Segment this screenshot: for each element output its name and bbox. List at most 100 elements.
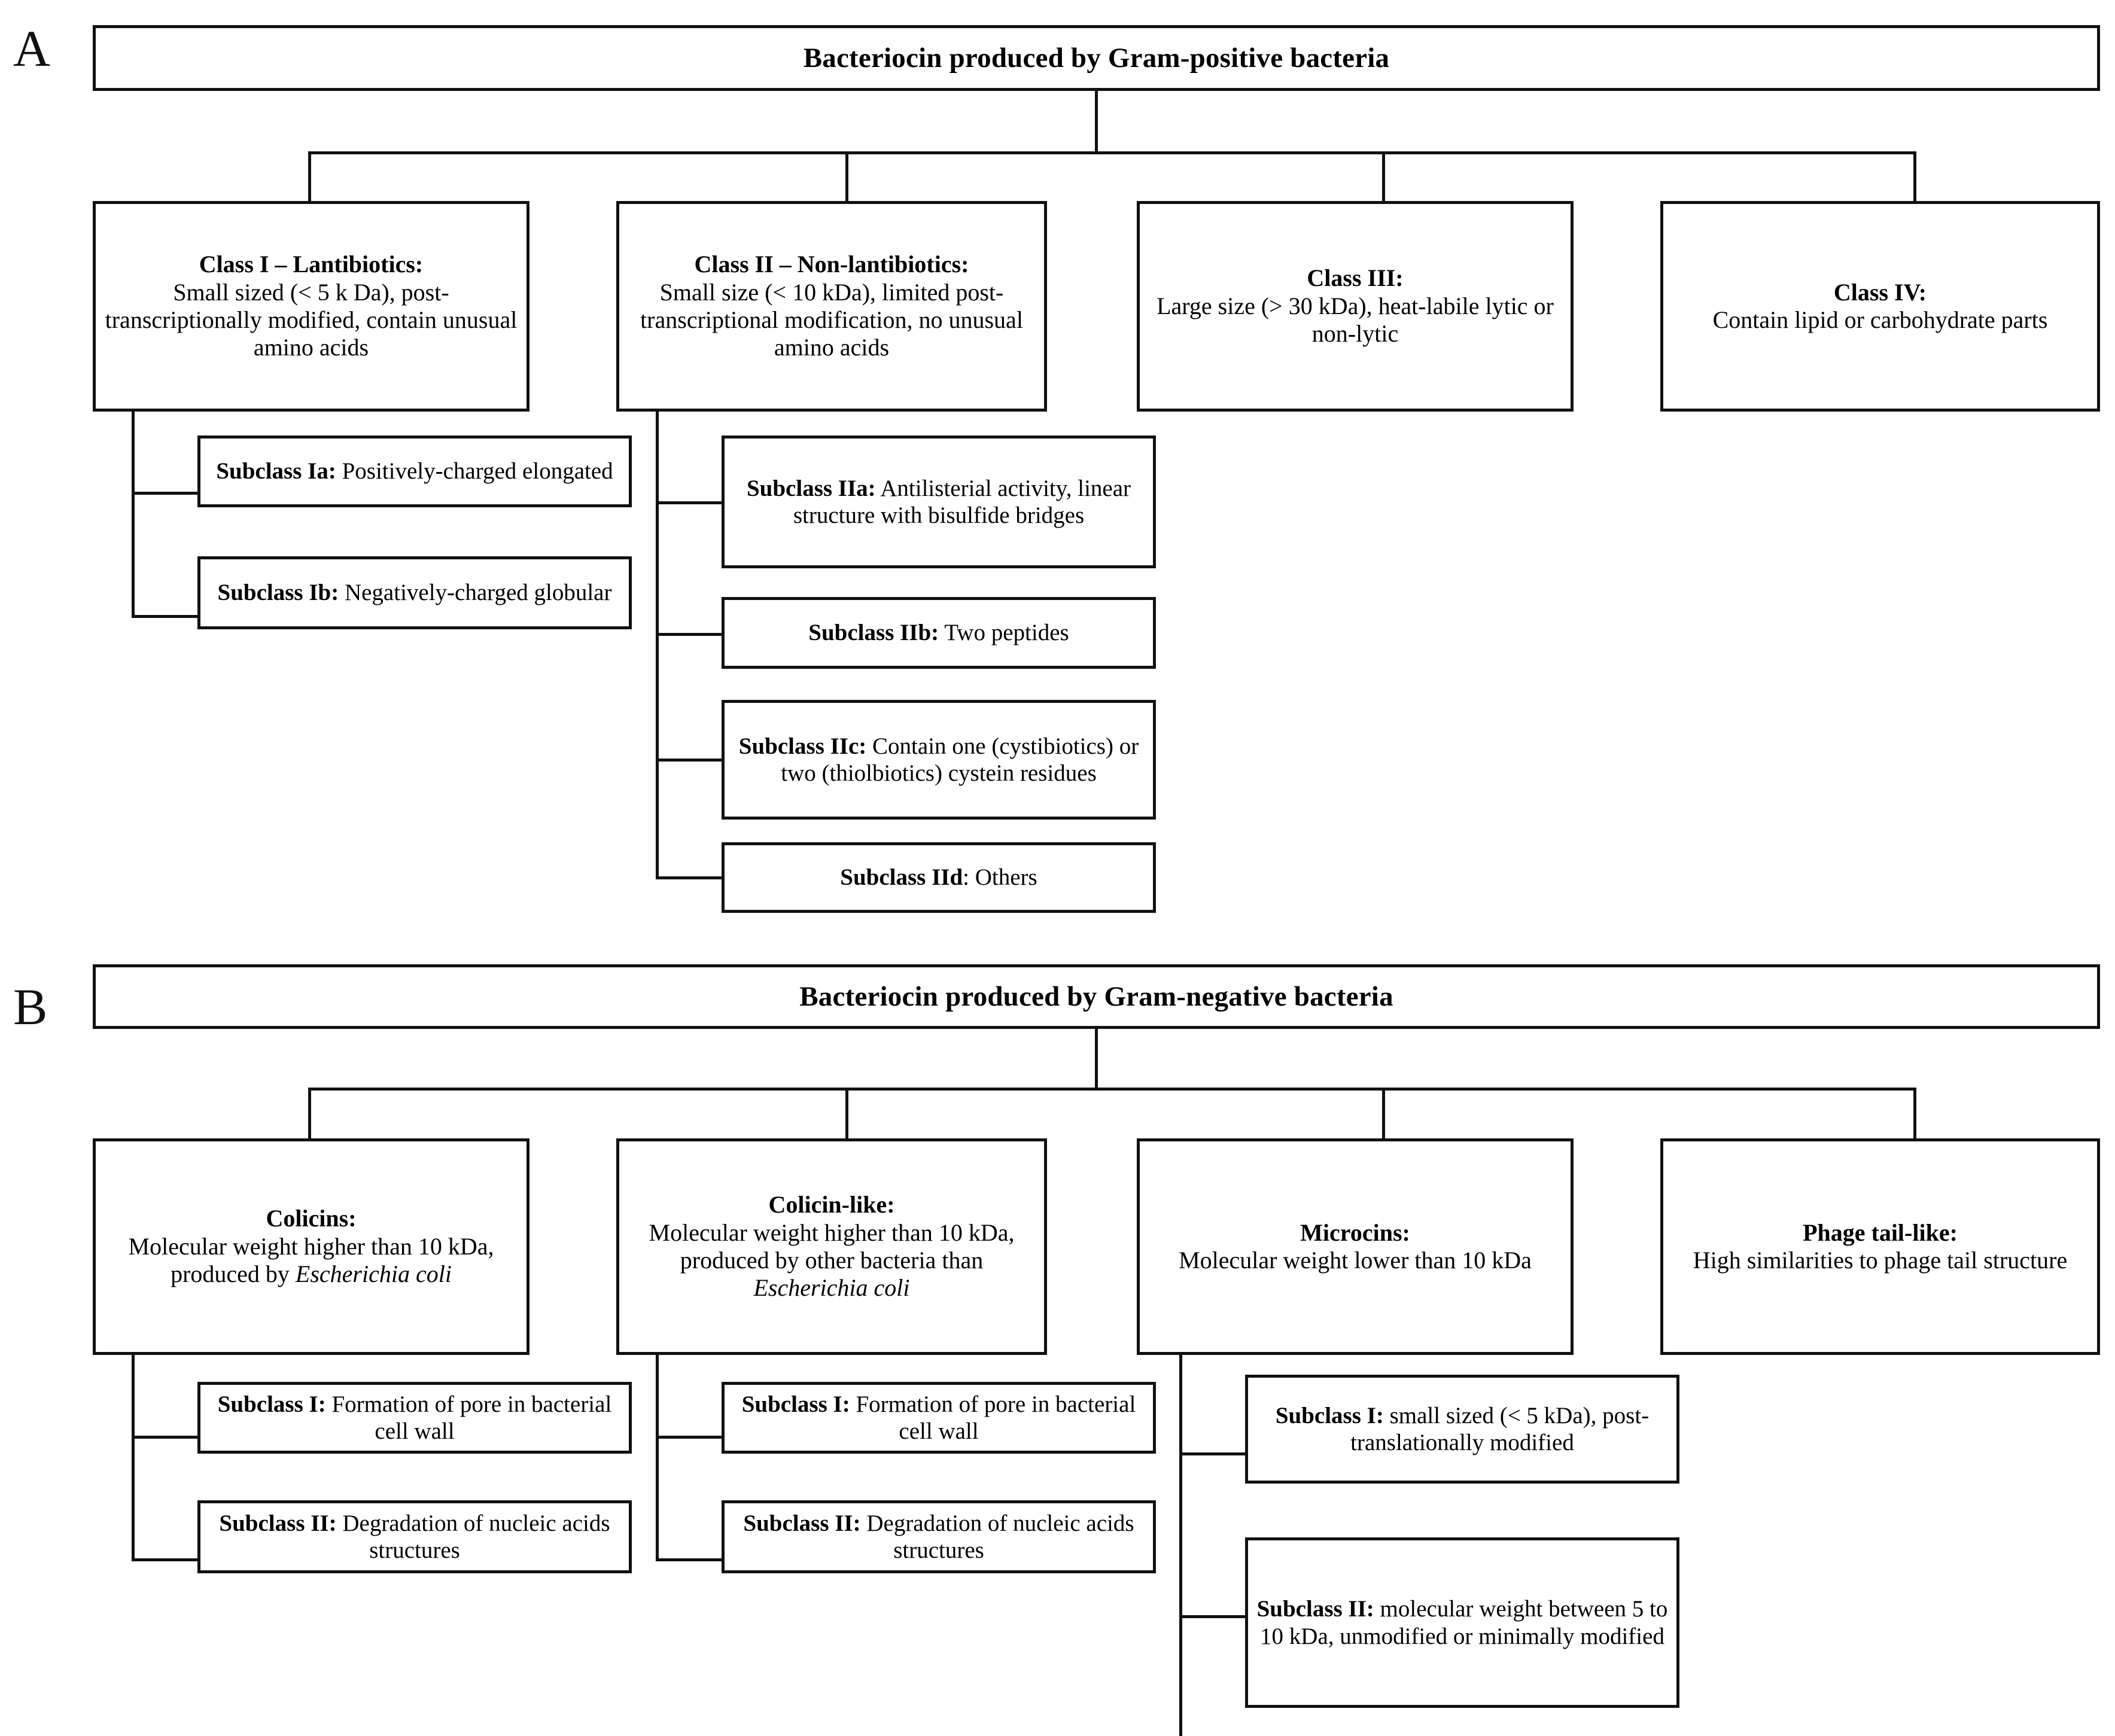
class-box-4-description: Contain lipid or carbohydrate parts [1712, 306, 2048, 333]
group-box-phage-tail-like-heading: Phage tail-like: [1803, 1219, 1958, 1246]
subclass-box-ia-heading: Subclass Ia: [216, 458, 336, 485]
colicins-sub-stub-1 [132, 1436, 197, 1439]
group-box-colicin-like: Colicin-like: Molecular weight higher th… [616, 1138, 1047, 1355]
panel-b-drop-2 [845, 1088, 848, 1141]
subclass-box-microcins-ii: Subclass II: molecular weight between 5 … [1245, 1537, 1679, 1708]
subclass-box-ib-heading: Subclass Ib: [217, 580, 339, 606]
subclass-box-iia: Subclass IIa: Antilisterial activity, li… [722, 435, 1156, 568]
subclass-box-ib-text: Subclass Ib: Negatively-charged globular [200, 579, 629, 606]
subclass-box-colicins-ii-description: Degradation of nucleic acids structures [336, 1510, 610, 1563]
group-box-colicins-text: Colicins: Molecular weight higher than 1… [96, 1205, 527, 1288]
class-box-2-heading: Class II – Non-lantibiotics: [694, 251, 969, 278]
subclass-box-iia-description: Antilisterial activity, linear structure… [793, 475, 1131, 528]
panel-letter-a: A [13, 20, 51, 77]
class-box-3-heading: Class III: [1307, 264, 1404, 292]
subclass-box-iid-description: : Others [963, 864, 1037, 891]
class-2-sub-trunk [656, 412, 659, 879]
subclass-box-colicins-i-description: Formation of pore in bacterial cell wall [325, 1391, 612, 1444]
class-2-sub-stub-2 [656, 633, 722, 636]
class-2-sub-stub-3 [656, 759, 722, 762]
colicins-sub-stub-2 [132, 1558, 197, 1561]
subclass-box-microcins-i-heading: Subclass I: [1275, 1402, 1384, 1429]
group-box-phage-tail-like-text: Phage tail-like: High similarities to ph… [1663, 1219, 2097, 1275]
class-box-4-heading: Class IV: [1833, 278, 1927, 306]
subclass-box-ia-description: Positively-charged elongated [336, 458, 613, 485]
subclass-box-colicins-ii-text: Subclass II: Degradation of nucleic acid… [200, 1510, 629, 1564]
subclass-box-ia-text: Subclass Ia: Positively-charged elongate… [200, 458, 629, 485]
microcins-sub-stub-1 [1179, 1452, 1245, 1455]
class-box-3-description: Large size (> 30 kDa), heat-labile lytic… [1157, 292, 1554, 348]
group-box-phage-tail-like: Phage tail-like: High similarities to ph… [1660, 1138, 2100, 1355]
panel-a-title: Bacteriocin produced by Gram-positive ba… [803, 42, 1390, 74]
group-box-colicin-like-heading: Colicin-like: [768, 1191, 895, 1219]
subclass-box-iib-description: Two peptides [939, 620, 1069, 646]
group-box-colicin-like-description: Molecular weight higher than 10 kDa, pro… [649, 1219, 1015, 1274]
panel-letter-b: B [13, 978, 48, 1035]
subclass-box-colicins-ii-heading: Subclass II: [219, 1510, 337, 1536]
subclass-box-iia-text: Subclass IIa: Antilisterial activity, li… [725, 475, 1153, 529]
subclass-box-iic: Subclass IIc: Contain one (cystibiotics)… [722, 700, 1156, 820]
subclass-box-iid-heading: Subclass IId [840, 864, 963, 891]
panel-a-trunk [1095, 91, 1098, 153]
group-box-microcins-heading: Microcins: [1300, 1219, 1410, 1246]
microcins-sub-trunk [1179, 1355, 1182, 1736]
subclass-box-microcins-i: Subclass I: small sized (< 5 kDa), post-… [1245, 1375, 1679, 1484]
class-box-4-text: Class IV: Contain lipid or carbohydrate … [1663, 279, 2097, 334]
panel-b-branch-bar [308, 1088, 1916, 1091]
colicin-like-sub-stub-2 [656, 1558, 722, 1561]
class-1-sub-trunk [132, 412, 135, 618]
subclass-box-colicins-i-heading: Subclass I: [217, 1391, 326, 1417]
group-box-colicins-species: Escherichia coli [295, 1260, 452, 1288]
subclass-box-iib-text: Subclass IIb: Two peptides [725, 619, 1153, 646]
subclass-box-iid: Subclass IId: Others [722, 842, 1156, 913]
panel-a-branch-bar [308, 151, 1916, 154]
class-box-3: Class III: Large size (> 30 kDa), heat-l… [1137, 201, 1574, 412]
group-box-colicins-heading: Colicins: [266, 1205, 357, 1232]
microcins-sub-stub-2 [1179, 1615, 1245, 1618]
class-box-2-description: Small size (< 10 kDa), limited post-tran… [640, 278, 1023, 361]
subclass-box-microcins-i-description: small sized (< 5 kDa), post-translationa… [1350, 1402, 1650, 1455]
subclass-box-iid-text: Subclass IId: Others [725, 864, 1153, 891]
panel-a-drop-1 [308, 151, 311, 204]
class-box-2-text: Class II – Non-lantibiotics: Small size … [619, 251, 1044, 362]
subclass-box-colicins-ii: Subclass II: Degradation of nucleic acid… [197, 1500, 632, 1573]
subclass-box-iic-text: Subclass IIc: Contain one (cystibiotics)… [725, 733, 1153, 787]
class-box-1: Class I – Lantibiotics: Small sized (< 5… [93, 201, 529, 412]
subclass-box-microcins-ii-heading: Subclass II: [1256, 1596, 1374, 1622]
group-box-colicins-description: Molecular weight higher than 10 kDa, pro… [128, 1232, 494, 1288]
class-box-2: Class II – Non-lantibiotics: Small size … [616, 201, 1047, 412]
class-box-3-text: Class III: Large size (> 30 kDa), heat-l… [1140, 264, 1571, 348]
panel-b-drop-3 [1382, 1088, 1385, 1141]
panel-a-drop-2 [845, 151, 848, 204]
panel-a-drop-4 [1913, 151, 1916, 204]
colicin-like-sub-stub-1 [656, 1436, 722, 1439]
panel-a-title-box: Bacteriocin produced by Gram-positive ba… [93, 25, 2100, 91]
subclass-box-iia-heading: Subclass IIa: [746, 475, 876, 501]
panel-b-drop-1 [308, 1088, 311, 1141]
subclass-box-microcins-ii-description: molecular weight between 5 to 10 kDa, un… [1260, 1596, 1668, 1649]
subclass-box-microcins-ii-text: Subclass II: molecular weight between 5 … [1248, 1595, 1676, 1649]
subclass-box-colicin-like-ii-heading: Subclass II: [743, 1510, 861, 1536]
panel-b-title: Bacteriocin produced by Gram-negative ba… [799, 981, 1393, 1012]
subclass-box-iic-description: Contain one (cystibiotics) or two (thiol… [781, 733, 1139, 786]
subclass-box-ib: Subclass Ib: Negatively-charged globular [197, 556, 632, 629]
subclass-box-colicin-like-ii: Subclass II: Degradation of nucleic acid… [722, 1500, 1156, 1573]
panel-b-title-box: Bacteriocin produced by Gram-negative ba… [93, 964, 2100, 1029]
subclass-box-colicin-like-i-heading: Subclass I: [741, 1391, 850, 1417]
subclass-box-colicin-like-ii-description: Degradation of nucleic acids structures [860, 1510, 1134, 1563]
subclass-box-colicins-i-text: Subclass I: Formation of pore in bacteri… [200, 1391, 629, 1445]
subclass-box-iic-heading: Subclass IIc: [738, 733, 867, 759]
subclass-box-microcins-i-text: Subclass I: small sized (< 5 kDa), post-… [1248, 1402, 1676, 1456]
group-box-colicin-like-text: Colicin-like: Molecular weight higher th… [619, 1191, 1044, 1302]
group-box-phage-tail-like-description: High similarities to phage tail structur… [1693, 1247, 2068, 1274]
subclass-box-colicin-like-i-description: Formation of pore in bacterial cell wall [850, 1391, 1136, 1444]
class-1-sub-stub-1 [132, 492, 197, 495]
group-box-microcins-description: Molecular weight lower than 10 kDa [1179, 1247, 1532, 1274]
group-box-microcins: Microcins: Molecular weight lower than 1… [1137, 1138, 1574, 1355]
subclass-box-colicins-i: Subclass I: Formation of pore in bacteri… [197, 1382, 632, 1454]
colicin-like-sub-trunk [656, 1355, 659, 1561]
subclass-box-colicin-like-ii-text: Subclass II: Degradation of nucleic acid… [725, 1510, 1153, 1564]
panel-b-drop-4 [1913, 1088, 1916, 1141]
class-2-sub-stub-1 [656, 501, 722, 504]
